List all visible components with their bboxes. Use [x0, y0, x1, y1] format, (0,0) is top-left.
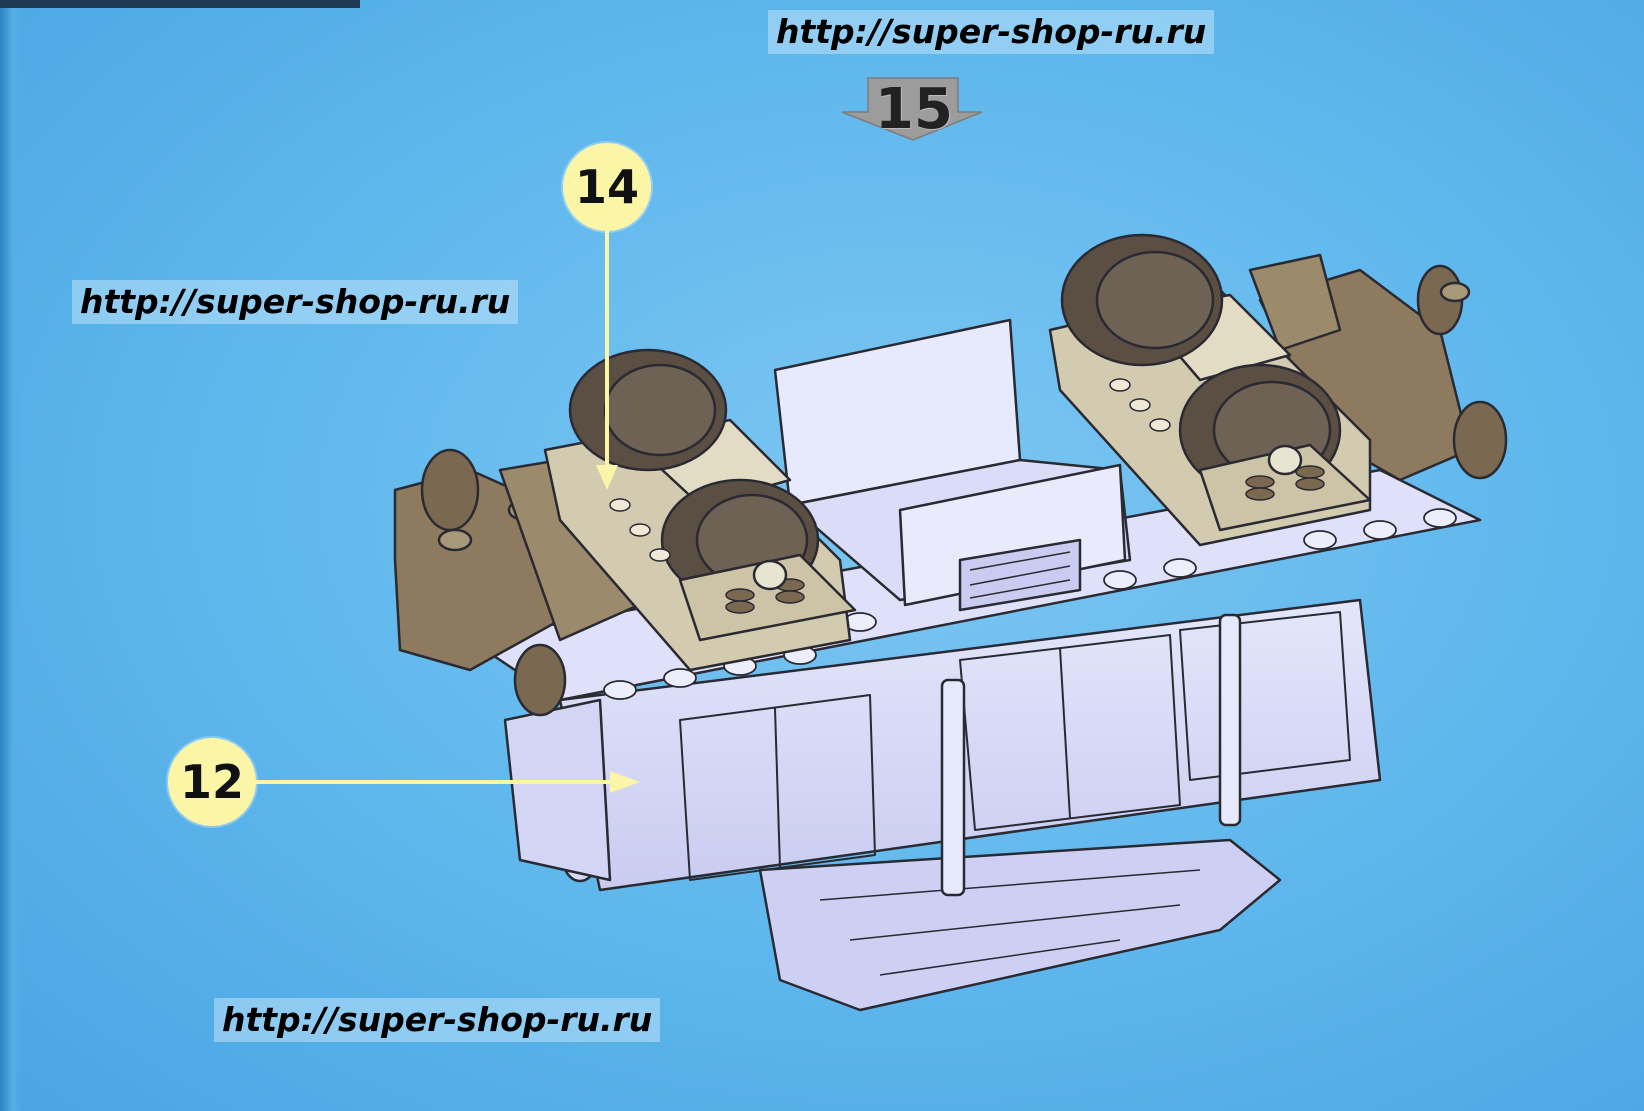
- page-fold-shadow: [0, 0, 22, 1111]
- side-doors: [679, 611, 1351, 881]
- callout-arrow-14: [596, 230, 618, 490]
- watermark-left: http://super-shop-ru.ru: [72, 280, 519, 324]
- callout-arrow-12: [255, 771, 640, 793]
- top-edge-strip: [0, 0, 360, 8]
- callout-12: 12: [168, 738, 256, 826]
- left-bogie: [393, 348, 857, 717]
- bottom-plate: [758, 838, 1282, 1012]
- watermark-bottom: http://super-shop-ru.ru: [214, 998, 661, 1042]
- watermark-top: http://super-shop-ru.ru: [768, 10, 1215, 54]
- callout-14: 14: [563, 143, 651, 231]
- step-number: 15: [875, 77, 953, 142]
- right-bogie: [1048, 233, 1508, 547]
- step-arrow: [841, 77, 983, 141]
- vertical-poles: [940, 613, 1242, 897]
